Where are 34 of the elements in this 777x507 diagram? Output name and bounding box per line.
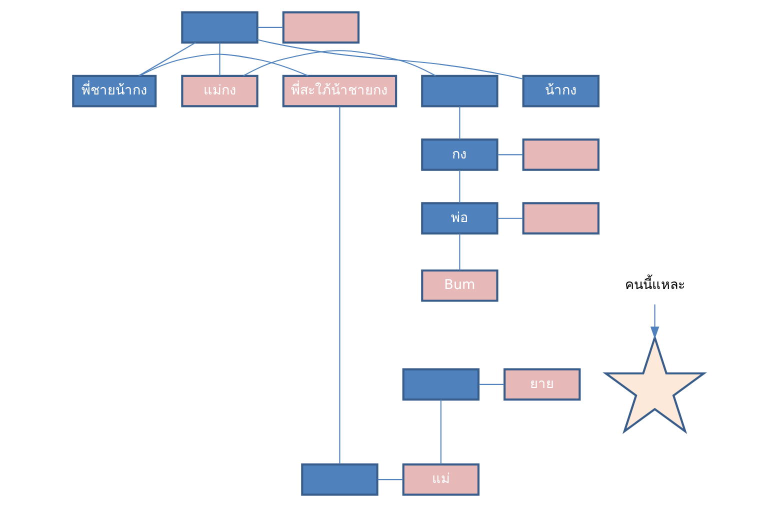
node-text: คนนี้แหละ (624, 277, 685, 294)
node-box: พี่ชายน้ากง (72, 74, 157, 108)
node-box: แม่ (402, 463, 480, 496)
node-box: น้ากง (522, 74, 600, 108)
connector (498, 218, 523, 219)
node-box: ยาย (504, 368, 581, 401)
connector (138, 42, 196, 76)
connector (243, 50, 436, 76)
connector (219, 42, 220, 76)
node-box: แม่กง (181, 74, 258, 108)
connector (139, 54, 308, 76)
node-box (522, 202, 600, 235)
node-box (522, 138, 600, 171)
node-box: Bum (421, 269, 498, 302)
connector (440, 400, 442, 464)
connector (258, 26, 283, 28)
connector (459, 234, 460, 270)
connector (478, 384, 504, 385)
node-box: กง (421, 138, 498, 171)
connector (257, 39, 524, 80)
connector (339, 106, 340, 464)
node-box: พี่สะใภ้น้าชายกง (282, 74, 398, 108)
connector (378, 479, 403, 480)
connector (459, 170, 460, 204)
node-box (301, 463, 378, 496)
arrow (650, 304, 660, 340)
node-box (402, 368, 480, 401)
connector (459, 106, 460, 140)
connector (498, 154, 523, 156)
node-box (181, 11, 258, 44)
node-box (282, 11, 360, 44)
node-box: พ่อ (421, 202, 498, 235)
node-box (421, 74, 498, 108)
node-star (602, 334, 708, 434)
